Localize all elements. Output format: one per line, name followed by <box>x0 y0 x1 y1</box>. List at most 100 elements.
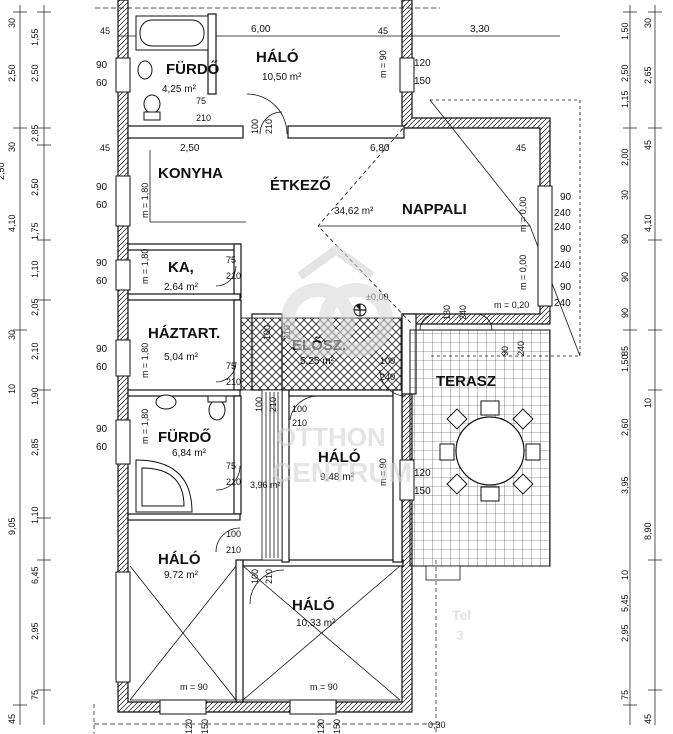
dim-left-inner-7: 2,10 <box>30 342 40 360</box>
dim-right-outer-1: 2,65 <box>643 66 653 84</box>
lbl-m020: m = 0,20 <box>494 300 529 310</box>
dim-top-330: 3,30 <box>470 24 490 35</box>
room-furdo-mid-area: 6,84 m² <box>172 448 207 459</box>
room-halo-top-name: HÁLÓ <box>256 48 299 66</box>
dim-left-outer-1: 2,50 <box>7 64 17 82</box>
room-halo-br-name: HÁLÓ <box>292 596 335 614</box>
room-haztart-area: 5,04 m² <box>164 352 199 363</box>
lbl-680: 6,80 <box>370 143 390 154</box>
dim-right-inner-3: 2,00 <box>620 148 630 166</box>
lbl-90-e: 90 <box>500 346 510 356</box>
lbl-210-f: 210 <box>226 477 241 487</box>
lbl-m180-d: m = 1,80 <box>140 409 150 444</box>
lbl-210-j: 210 <box>264 569 274 584</box>
lbl-m90-d: m = 90 <box>310 682 338 692</box>
lbl-120-b: 120 <box>414 468 431 479</box>
lbl-90-d: 90 <box>96 344 108 355</box>
lbl-75-a: 75 <box>196 96 206 106</box>
watermark: OTTHON CENTRUM Tel 3 <box>272 244 471 643</box>
room-halo-mid-name: HÁLÓ <box>318 448 361 466</box>
room-corridor-area: 3,96 m² <box>250 480 281 490</box>
bottom-frame <box>93 560 440 734</box>
dim-right-inner-0: 1,50 <box>620 22 630 40</box>
room-etkezo-name: ÉTKEZŐ <box>270 176 331 194</box>
entrance-marker <box>353 303 367 317</box>
lbl-250: 2,50 <box>180 143 200 154</box>
lbl-210-b: 210 <box>264 119 274 134</box>
lbl-60-d: 60 <box>96 362 108 373</box>
lbl-240-r1: 240 <box>554 208 571 219</box>
dim-left-inner-6: 2,05 <box>30 298 40 316</box>
dim-left-outer-6: 9,05 <box>7 517 17 535</box>
room-halo-bl-name: HÁLÓ <box>158 550 201 568</box>
room-furdo-mid-name: FÜRDŐ <box>158 428 212 446</box>
lbl-45-b: 45 <box>378 26 388 36</box>
room-halo-bl-area: 9,72 m² <box>164 570 199 581</box>
dim-left-outer-5: 10 <box>7 384 17 394</box>
room-kamra-area: 2,64 m² <box>164 282 199 293</box>
dim-right-inner-15: 75 <box>620 690 630 700</box>
lbl-45-a: 45 <box>100 26 110 36</box>
room-furdo-top-name: FÜRDŐ <box>166 60 220 78</box>
dim-right-inner-1: 2,50 <box>620 64 630 82</box>
lbl-100-f: 100 <box>226 529 241 539</box>
dim-right-inner-5: 90 <box>620 234 630 244</box>
lbl-240-e: 240 <box>516 341 526 356</box>
dim-right-inner-6: 90 <box>620 272 630 282</box>
dim-left-outer-4: 30 <box>7 330 17 340</box>
lbl-m000-b: m = 0,00 <box>518 197 528 232</box>
lbl-210-c: 210 <box>226 271 241 281</box>
dim-right-outer-3: 4,10 <box>643 214 653 232</box>
dim-right-inner-14: 2,95 <box>620 624 630 642</box>
dim-left-inner-12: 2,95 <box>30 622 40 640</box>
dim-right-inner-4: 30 <box>620 190 630 200</box>
lbl-60-c: 60 <box>96 276 108 287</box>
lbl-45-d: 45 <box>516 143 526 153</box>
lbl-75-d: 75 <box>226 461 236 471</box>
room-terasz-name: TERASZ <box>436 373 496 390</box>
lbl-240-r2: 240 <box>554 222 571 233</box>
lbl-90-f: 90 <box>96 424 108 435</box>
dim-right-outer-2: 45 <box>643 140 653 150</box>
toilet-top <box>143 94 161 121</box>
lbl-75-c: 75 <box>226 361 236 371</box>
lbl-210-d: 210 <box>226 377 241 387</box>
dim-top-600: 6,00 <box>251 24 271 35</box>
lbl-75-b: 75 <box>226 255 236 265</box>
lbl-m90-c: m = 90 <box>180 682 208 692</box>
lbl-90-r2: 90 <box>560 244 572 255</box>
watermark-faint-1: Tel <box>452 607 471 623</box>
kitchen-counter <box>149 150 246 223</box>
dim-right-outer-6: 45 <box>643 714 653 724</box>
dim-left-far-0: 2,50 <box>0 162 6 180</box>
lbl-100-g: 100 <box>250 569 260 584</box>
windows <box>115 57 553 715</box>
dim-left-inner-11: 6,45 <box>30 566 40 584</box>
room-elosz-area: 5,25 m² <box>300 356 335 367</box>
dim-left-outer-3: 4,10 <box>7 214 17 232</box>
sink-top <box>137 60 153 80</box>
lbl-210-a: 210 <box>196 113 211 123</box>
opening-labels: 45 45 90 60 75 210 120 150 m = 90 100 21… <box>96 26 572 734</box>
terrace-table <box>439 400 541 502</box>
top-bathtub <box>135 15 209 51</box>
lbl-m180-b: m = 1,80 <box>140 249 150 284</box>
lbl-90-c: 90 <box>96 258 108 269</box>
lbl-120-d: 120 <box>316 719 326 734</box>
room-halo-mid-area: 9,48 m² <box>320 472 355 483</box>
lbl-m180-c: m = 1,80 <box>140 343 150 378</box>
watermark-line1: OTTHON <box>276 422 386 452</box>
lbl-m180-a: m = 1,80 <box>140 183 150 218</box>
lbl-100-d: 100 <box>292 404 307 414</box>
dim-left-inner-2: 2,85 <box>30 124 40 142</box>
lbl-240-r3: 240 <box>554 260 571 271</box>
lbl-240-d: 240 <box>458 305 468 320</box>
dim-left-outer-2: 30 <box>7 142 17 152</box>
dim-right-inner-12: 10 <box>620 570 630 580</box>
room-nappali-area: 34,62 m² <box>334 206 374 217</box>
lbl-240-r4: 240 <box>554 298 571 309</box>
lbl-60-f: 60 <box>96 442 108 453</box>
room-nappali-name: NAPPALI <box>402 201 467 218</box>
lbl-210-i: 210 <box>226 545 241 555</box>
